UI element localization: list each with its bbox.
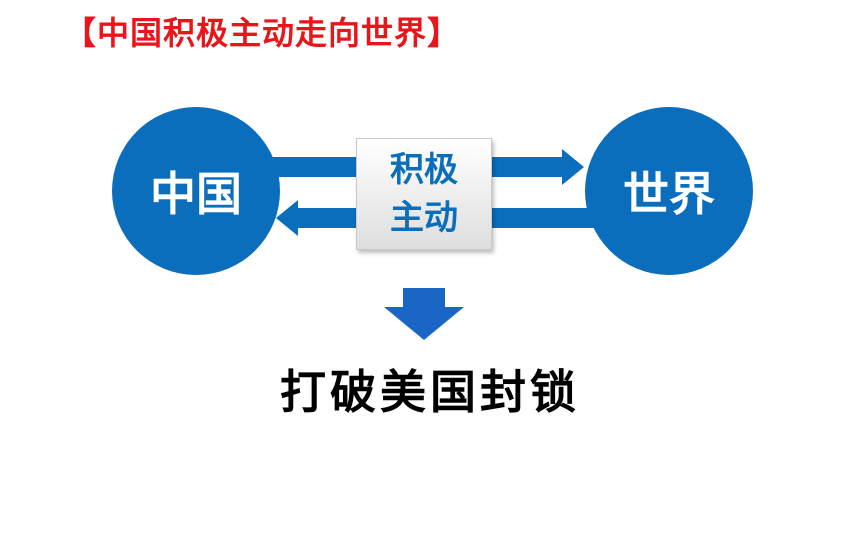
proactive-box: 积极 主动 [356, 138, 492, 250]
world-node: 世界 [585, 107, 753, 275]
center-label-line1: 积极 [390, 150, 458, 190]
china-node: 中国 [112, 107, 280, 275]
center-label-line2: 主动 [390, 198, 458, 238]
page-title: 【中国积极主动走向世界】 [64, 14, 461, 52]
result-text: 打破美国封锁 [280, 365, 580, 419]
arrow-down-icon [384, 288, 464, 340]
